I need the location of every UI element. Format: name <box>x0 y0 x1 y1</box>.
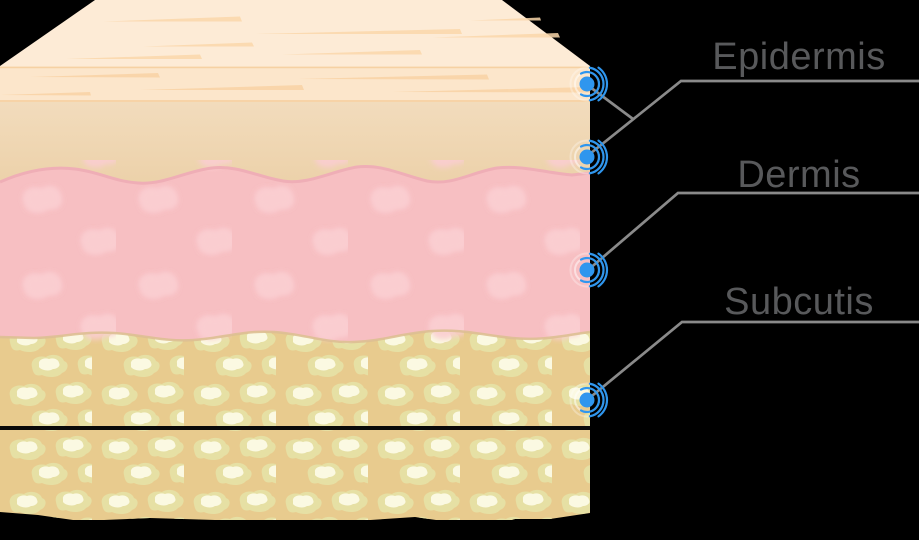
epidermis-leader-line-top <box>585 82 634 121</box>
dermis-leader-line <box>587 191 919 272</box>
subcutis-top-edge <box>0 329 590 344</box>
dermis-top-edge <box>0 164 590 185</box>
subcutis-separator-line <box>0 426 590 430</box>
subcutis-label: Subcutis <box>724 281 874 323</box>
epidermis-top-face <box>0 0 590 66</box>
leader-lines <box>585 79 919 402</box>
epidermis-leader-line <box>585 79 919 159</box>
dermis-label: Dermis <box>737 154 861 196</box>
subcutis-leader-line <box>586 320 919 402</box>
epidermis-label: Epidermis <box>712 36 886 78</box>
epidermis-streaks <box>0 73 590 96</box>
surface-streaks <box>66 16 560 59</box>
dermis-spots <box>0 166 590 343</box>
